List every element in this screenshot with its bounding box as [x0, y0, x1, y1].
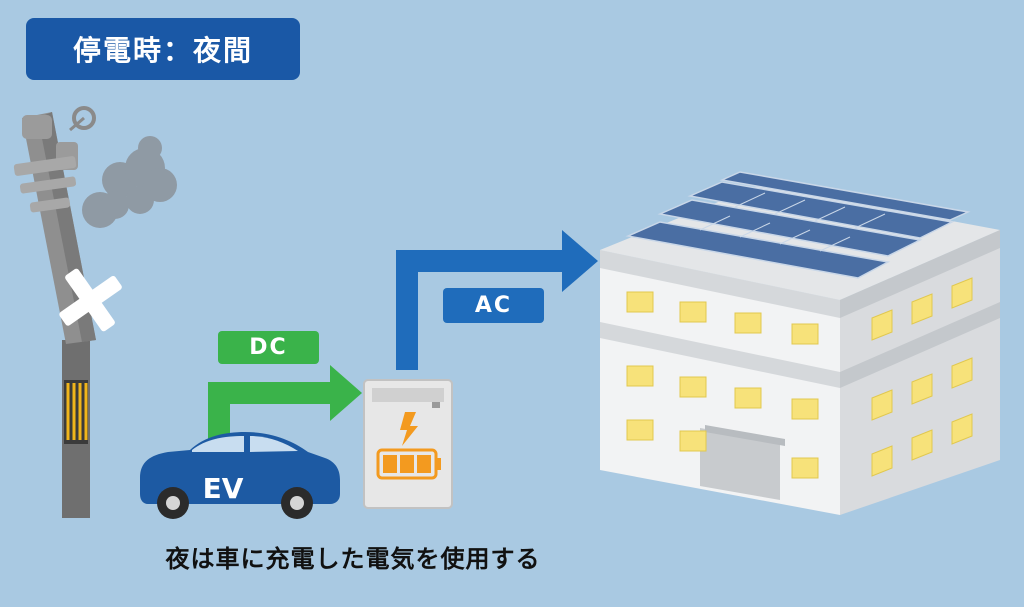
page-title: 停電時：夜間	[26, 18, 300, 80]
moon-icon	[866, 55, 953, 142]
utility-pole-icon	[13, 106, 122, 518]
building-icon	[600, 185, 1000, 515]
caption-text: 夜は車に充電した電気を使用する	[165, 544, 541, 573]
solar-panel-grid	[699, 192, 886, 252]
ev-label: EV	[202, 471, 244, 505]
dc-arrow	[208, 365, 362, 440]
solar-panel-icon	[625, 171, 971, 279]
car-icon	[140, 432, 340, 519]
ac-arrow	[396, 230, 598, 370]
dc-label: DC	[218, 331, 319, 364]
smoke-icon	[82, 136, 177, 228]
ac-label: AC	[443, 288, 544, 323]
power-storage-unit-icon	[363, 379, 453, 509]
